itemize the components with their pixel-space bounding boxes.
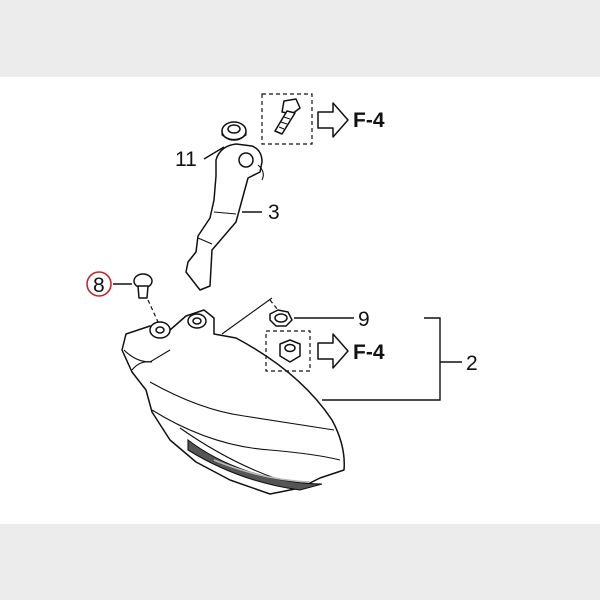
screw-8-icon	[133, 273, 153, 299]
screw-guide	[147, 299, 159, 323]
highlight-ring-8	[86, 271, 112, 297]
top-arrow-icon	[317, 102, 349, 138]
callout-11[interactable]: 11	[175, 148, 197, 171]
cover-guide-dash	[269, 299, 279, 311]
cover-2-icon	[121, 309, 345, 495]
callout-8[interactable]: 8	[93, 274, 105, 297]
middle-arrow-icon	[317, 333, 349, 369]
nut-9-icon	[269, 309, 293, 327]
leader-11	[203, 146, 225, 160]
callout-9[interactable]: 9	[358, 308, 370, 331]
top-reference-box	[261, 93, 313, 145]
cover-guide-upper	[221, 297, 273, 335]
top-bolt-icon	[274, 98, 301, 135]
middle-nut-icon	[279, 339, 301, 363]
middle-nut-reference-group: F-4	[265, 330, 385, 372]
nut-11-icon	[221, 121, 247, 141]
top-bolt-reference-group: F-4	[261, 93, 385, 145]
group-bracket-2	[322, 317, 441, 401]
bracket-3-icon	[185, 143, 264, 291]
middle-f4-reference[interactable]: F-4	[353, 341, 385, 364]
callout-3[interactable]: 3	[268, 201, 280, 224]
callout-2[interactable]: 2	[466, 352, 478, 375]
top-f4-reference[interactable]: F-4	[353, 109, 385, 132]
middle-reference-box	[265, 330, 311, 372]
